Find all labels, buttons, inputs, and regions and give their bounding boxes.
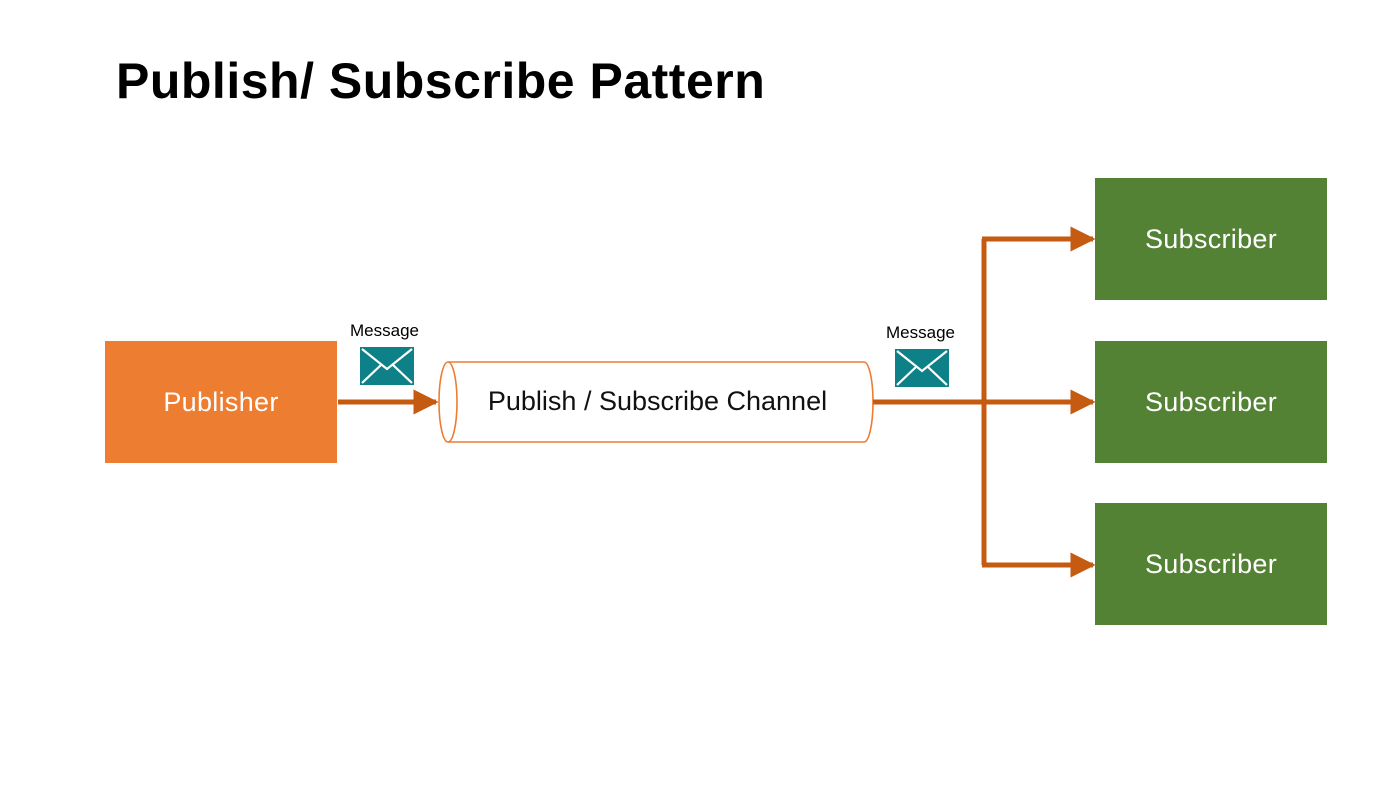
message-label: Message	[886, 323, 955, 342]
subscriber-label: Subscriber	[1144, 223, 1278, 254]
publisher-label: Publisher	[163, 386, 279, 417]
channel-body	[438, 361, 874, 443]
channel-cylinder	[438, 361, 874, 443]
message-label: Message	[350, 321, 419, 340]
envelope-icon	[360, 347, 414, 385]
page-title: Publish/ Subscribe Pattern	[116, 53, 766, 109]
channel-label: Publish / Subscribe Channel	[487, 385, 828, 416]
subscriber-box: Subscriber	[1095, 178, 1327, 300]
envelope-icon	[895, 349, 949, 387]
subscriber-label: Subscriber	[1144, 386, 1278, 417]
publisher-box: Publisher	[105, 341, 337, 463]
subscriber-box: Subscriber	[1095, 503, 1327, 625]
channel-end-ellipse	[447, 361, 458, 443]
subscriber-box: Subscriber	[1095, 341, 1327, 463]
subscriber-label: Subscriber	[1144, 548, 1278, 579]
